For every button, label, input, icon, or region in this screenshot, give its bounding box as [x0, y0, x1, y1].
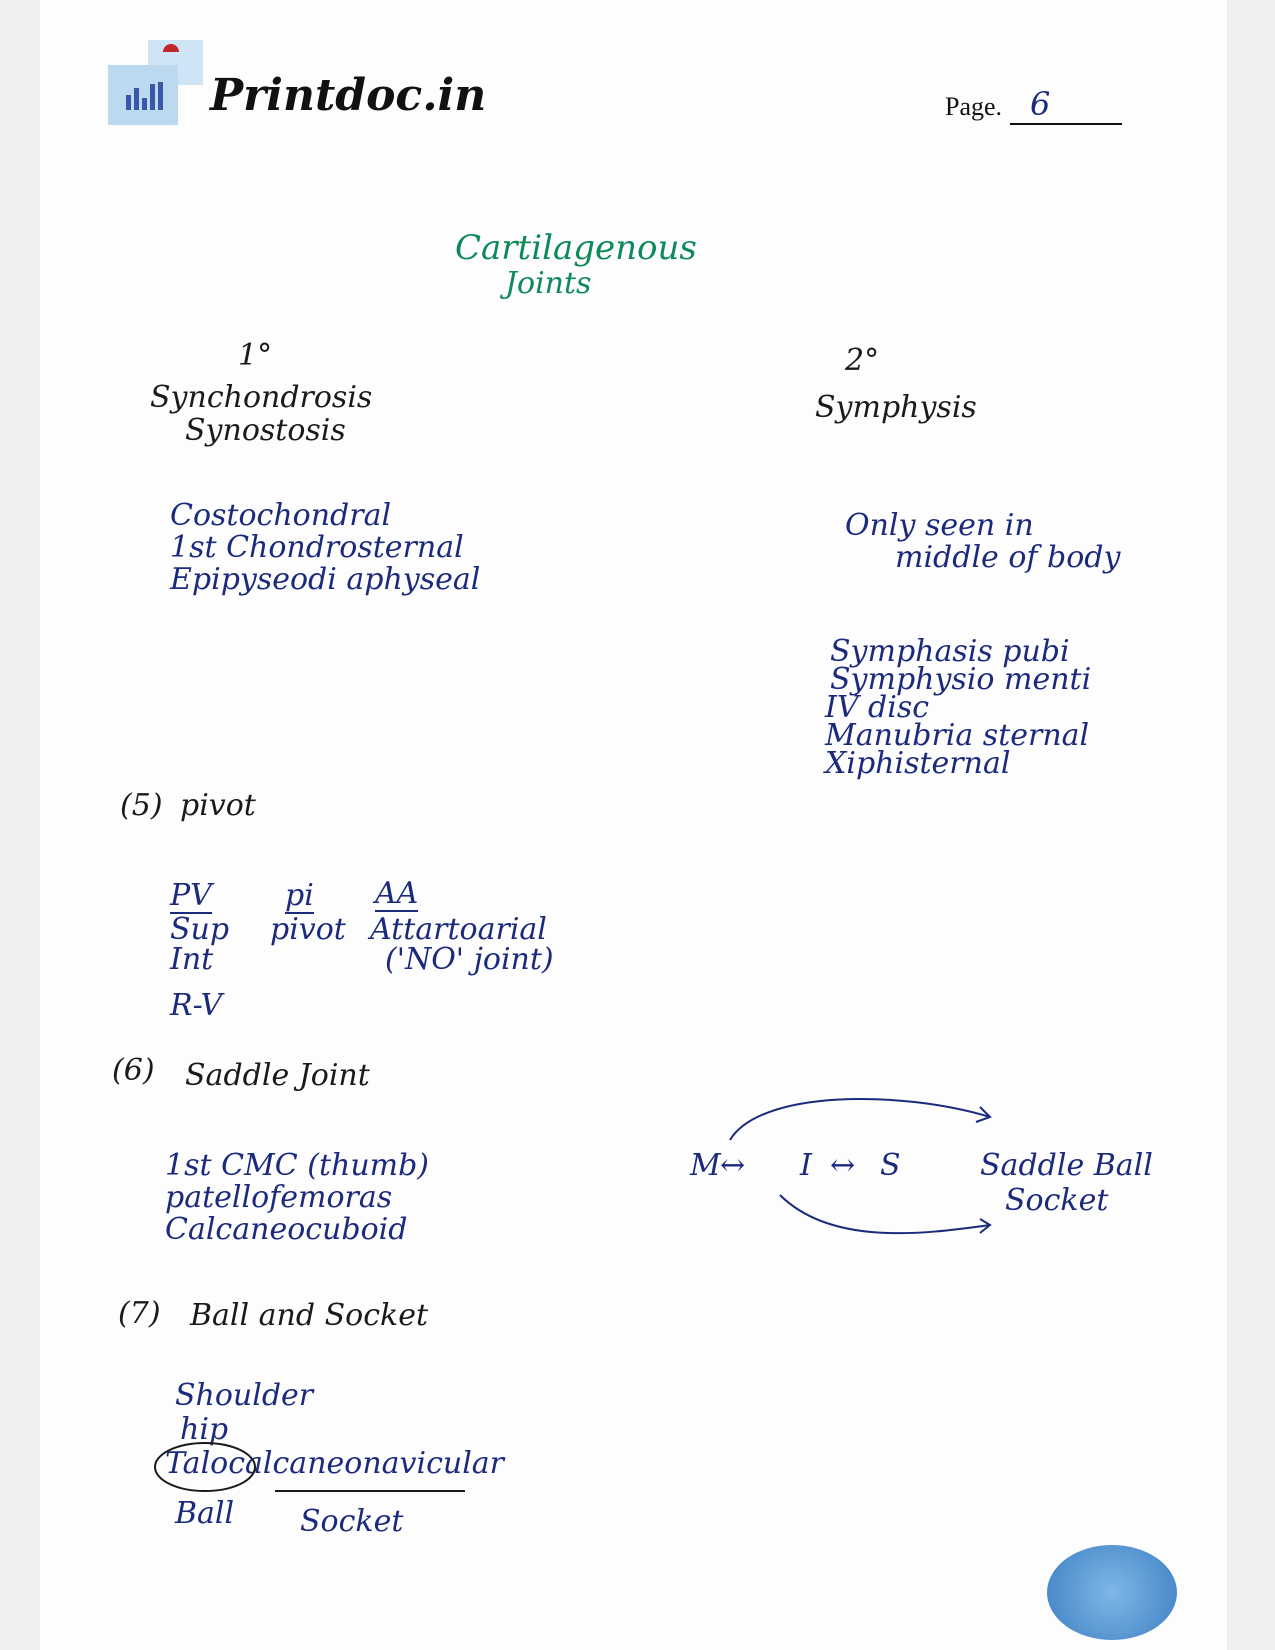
- pivot-col2: pivot: [270, 912, 346, 947]
- logo-text: Printdoc.in: [210, 70, 487, 121]
- pivot-col1: Sup: [170, 912, 230, 947]
- pivot-col2: pi: [285, 878, 314, 914]
- pivot-number-text: 5: [131, 788, 151, 823]
- primary-example: 1st Chondrosternal: [170, 530, 464, 565]
- secondary-example: Xiphisternal: [825, 746, 1011, 781]
- diagram-m: M: [690, 1148, 721, 1183]
- title-line-1: Cartilagenous: [455, 228, 697, 268]
- saddle-arrow-diagram: [729, 1098, 992, 1235]
- page-number: 6: [1010, 85, 1122, 125]
- secondary-note-2: middle of body: [895, 540, 1121, 575]
- ball-heading: Ball and Socket: [190, 1298, 429, 1333]
- primary-marker: 1°: [238, 338, 273, 373]
- pivot-number: (5): [120, 788, 163, 823]
- pivot-col3: ('NO' joint): [385, 942, 554, 977]
- arrow-icon: ↔: [720, 1148, 746, 1183]
- diagram-label-1: Saddle Ball: [980, 1148, 1153, 1183]
- secondary-marker: 2°: [845, 343, 880, 378]
- diagram-s: S: [880, 1148, 901, 1183]
- secondary-note-1: Only seen in: [845, 508, 1034, 543]
- diagram-label-2: Socket: [1005, 1183, 1109, 1218]
- secondary-example: Symphysio menti: [830, 662, 1092, 697]
- scan-edge-left: [0, 0, 40, 1650]
- secondary-example: IV disc: [825, 690, 930, 725]
- saddle-number: (6): [112, 1053, 155, 1088]
- socket-label: Socket: [300, 1504, 404, 1539]
- primary-line-2: Synostosis: [185, 413, 346, 448]
- page-label: Page.: [945, 92, 1003, 121]
- title-line-2: Joints: [505, 266, 592, 301]
- pivot-col1: R-V: [170, 988, 223, 1023]
- arrow-icon: ↔: [830, 1148, 856, 1183]
- ball-example: hip: [180, 1412, 229, 1447]
- saddle-example: patellofemoras: [165, 1180, 393, 1215]
- saddle-number-text: 6: [123, 1053, 143, 1088]
- socket-underline: [275, 1490, 465, 1492]
- saddle-example: Calcaneocuboid: [165, 1212, 408, 1247]
- pivot-col1: Int: [170, 942, 214, 977]
- ball-example: Talocalcaneonavicular: [165, 1446, 505, 1481]
- ball-number: (7): [118, 1296, 161, 1331]
- scan-edge-right: [1227, 0, 1275, 1650]
- ball-number-text: 7: [129, 1296, 149, 1331]
- pivot-col1: PV: [170, 878, 212, 914]
- primary-example: Costochondral: [170, 498, 392, 533]
- saddle-heading: Saddle Joint: [185, 1058, 370, 1093]
- saddle-example: 1st CMC (thumb): [165, 1148, 429, 1183]
- ball-example: Shoulder: [175, 1378, 314, 1413]
- pivot-heading: pivot: [180, 788, 256, 823]
- logo-icon: [108, 40, 203, 125]
- secondary-heading: Symphysis: [815, 390, 977, 425]
- primary-line-1: Synchondrosis: [150, 380, 373, 415]
- pivot-col3: Attartoarial: [370, 912, 547, 947]
- doctor-avatar-image: [1047, 1545, 1177, 1640]
- diagram-i: I: [800, 1148, 812, 1183]
- ball-label: Ball: [175, 1496, 235, 1531]
- secondary-example: Manubria sternal: [825, 718, 1090, 753]
- primary-example: Epipyseodi aphyseal: [170, 562, 481, 597]
- ball-circle-mark: [154, 1442, 256, 1492]
- pivot-col3: AA: [375, 876, 419, 912]
- secondary-example: Symphasis pubi: [830, 634, 1070, 669]
